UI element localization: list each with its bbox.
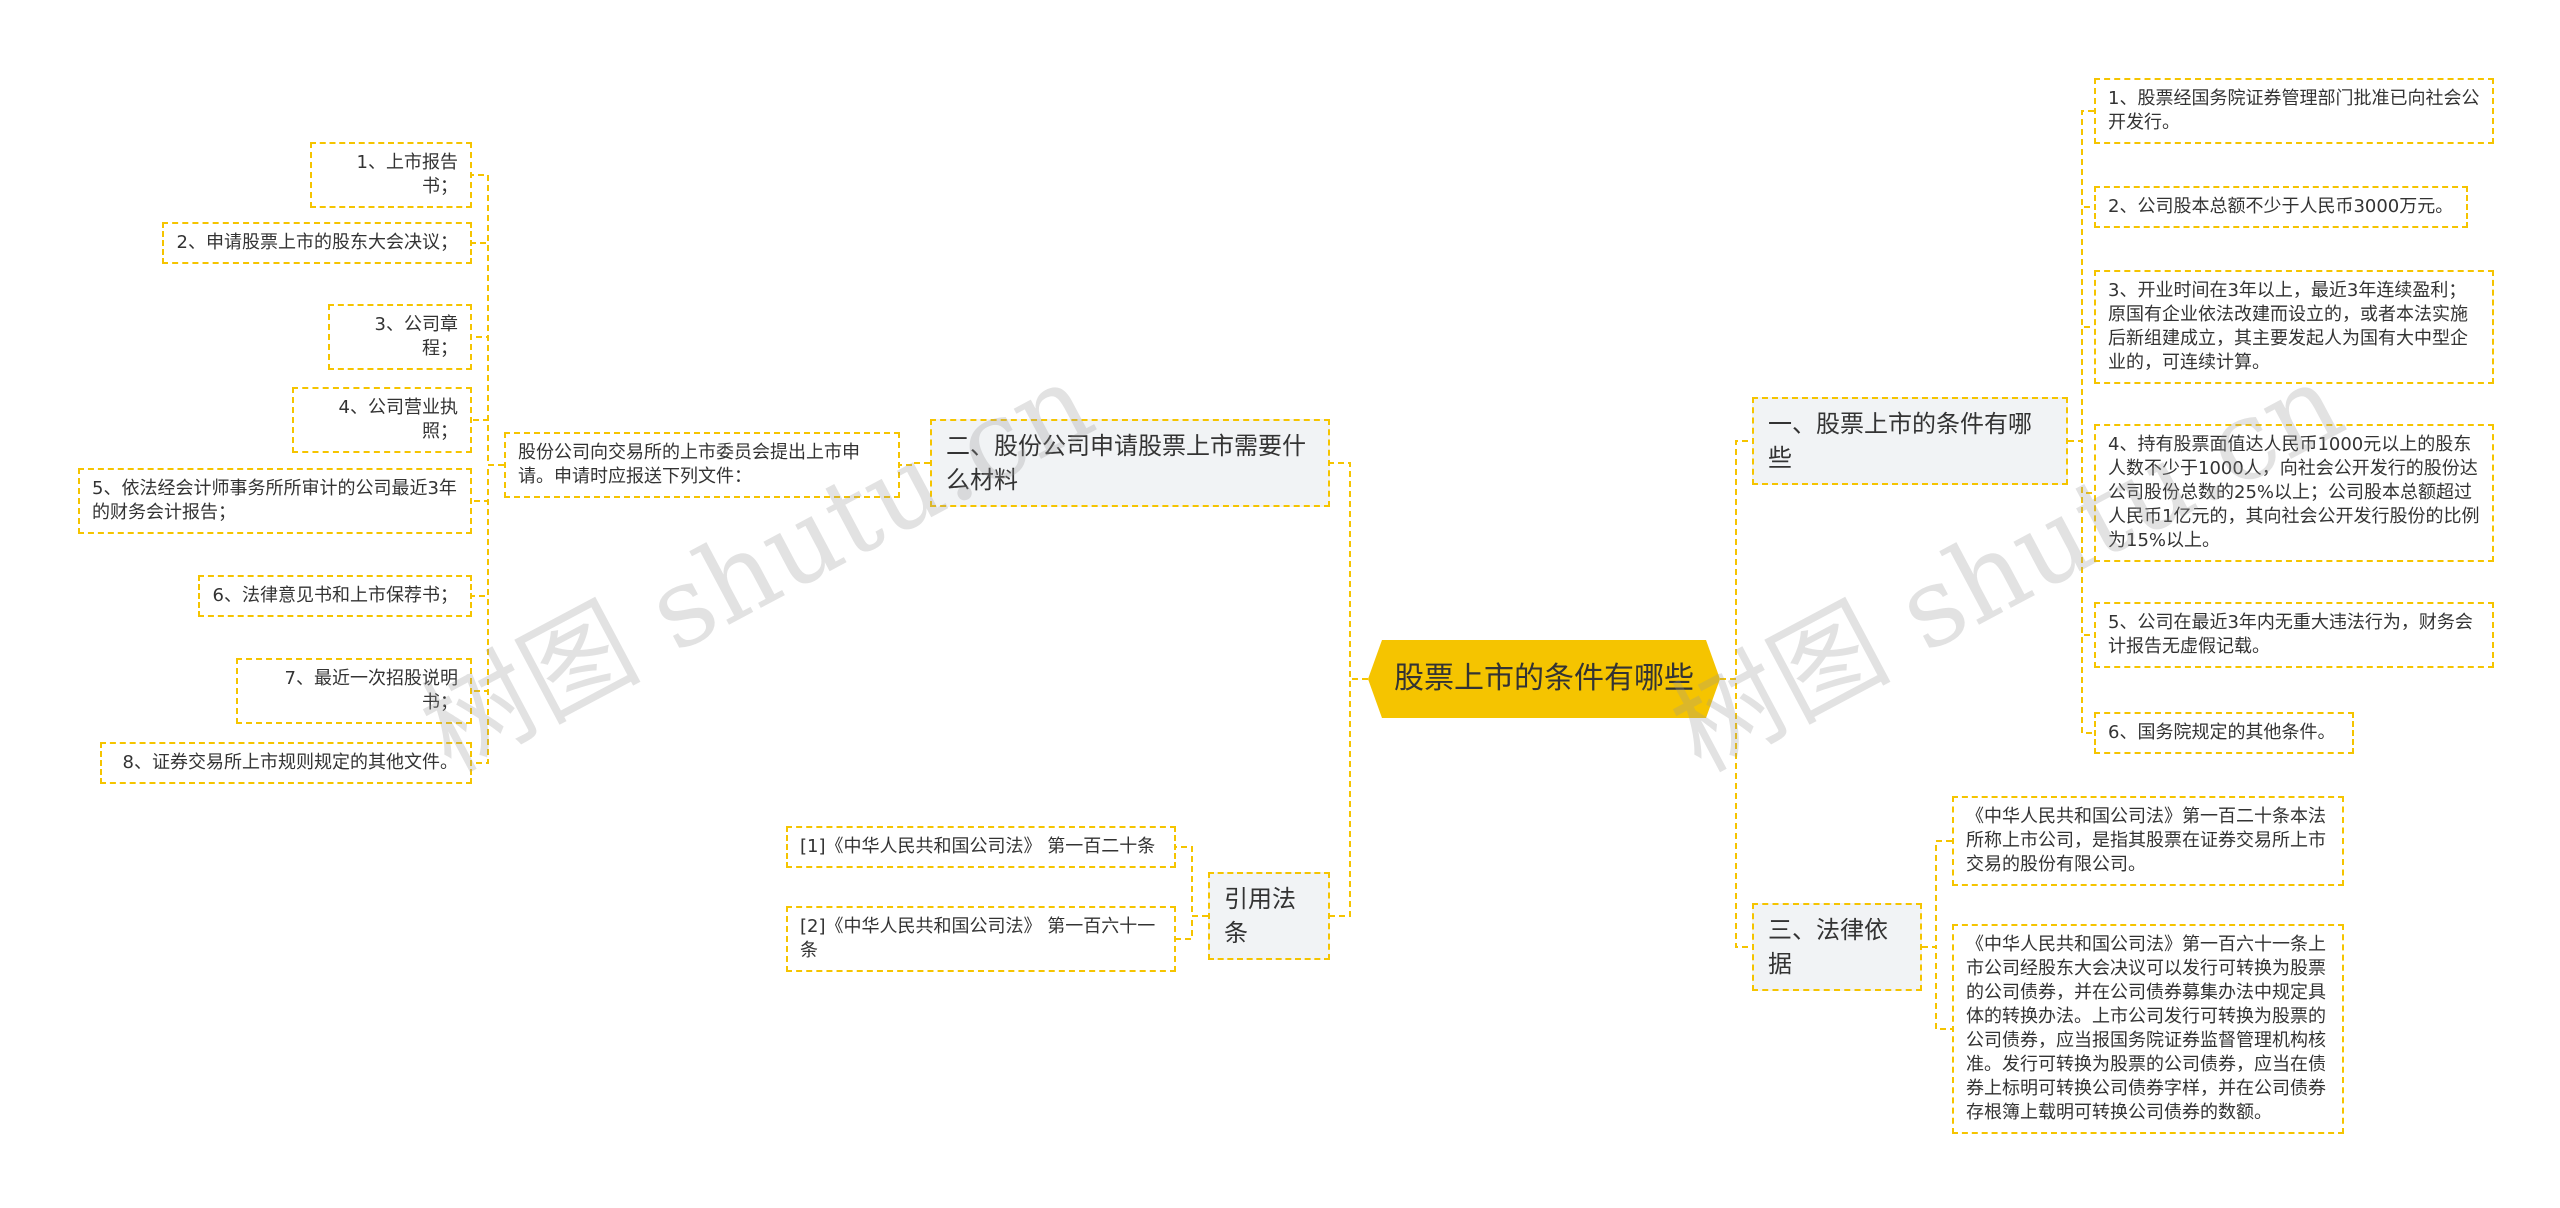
branch-conditions[interactable]: 一、股票上市的条件有哪些 [1752, 397, 2068, 485]
legal-item-1[interactable]: 《中华人民共和国公司法》第一百二十条本法所称上市公司，是指其股票在证券交易所上市… [1952, 796, 2344, 886]
connector-m-intro-m4 [472, 464, 504, 502]
condition-item-3[interactable]: 3、开业时间在3年以上，最近3年连续盈利；原国有企业依法改建而设立的，或者本法实… [2094, 270, 2494, 384]
connector-b-cite-ct0 [1176, 846, 1208, 917]
connector-root-b-cite [1330, 678, 1368, 917]
materials-intro[interactable]: 股份公司向交易所的上市委员会提出上市申请。申请时应报送下列文件： [504, 432, 900, 498]
connector-m-intro-m0 [472, 174, 504, 466]
condition-item-6[interactable]: 6、国务院规定的其他条件。 [2094, 712, 2354, 754]
material-item-1[interactable]: 1、上市报告书； [310, 142, 472, 208]
legal-item-2[interactable]: 《中华人民共和国公司法》第一百六十一条上市公司经股东大会决议可以发行可转换为股票… [1952, 924, 2344, 1134]
watermark-left: 树图 shutu.cn [402, 337, 1112, 796]
citation-item-2[interactable]: [2]《中华人民共和国公司法》 第一百六十一条 [786, 906, 1176, 972]
material-item-8[interactable]: 8、证券交易所上市规则规定的其他文件。 [100, 742, 472, 784]
connector-m-intro-m3 [472, 419, 504, 466]
connector-b-legal-l0 [1922, 840, 1952, 948]
material-item-5[interactable]: 5、依法经会计师事务所所审计的公司最近3年的财务会计报告； [78, 468, 472, 534]
condition-item-4[interactable]: 4、持有股票面值达人民币1000元以上的股东人数不少于1000人，向社会公开发行… [2094, 424, 2494, 562]
citation-item-1[interactable]: [1]《中华人民共和国公司法》 第一百二十条 [786, 826, 1176, 868]
material-item-3[interactable]: 3、公司章程； [328, 304, 472, 370]
condition-item-2[interactable]: 2、公司股本总额不少于人民币3000万元。 [2094, 186, 2468, 228]
material-item-2[interactable]: 2、申请股票上市的股东大会决议； [162, 222, 472, 264]
connector-m-intro-m2 [472, 336, 504, 466]
connector-b-cond-c0 [2068, 110, 2094, 442]
material-item-4[interactable]: 4、公司营业执照； [292, 387, 472, 453]
connector-b-cite-ct1 [1176, 915, 1208, 940]
branch-legal-basis[interactable]: 三、法律依据 [1752, 903, 1922, 991]
connector-m-intro-m1 [472, 242, 504, 466]
condition-item-1[interactable]: 1、股票经国务院证券管理部门批准已向社会公开发行。 [2094, 78, 2494, 144]
condition-item-5[interactable]: 5、公司在最近3年内无重大违法行为，财务会计报告无虚假记载。 [2094, 602, 2494, 668]
branch-citations[interactable]: 引用法条 [1208, 872, 1330, 960]
connector-b-cond-c1 [2068, 206, 2094, 442]
root-node[interactable]: 股票上市的条件有哪些 [1368, 640, 1720, 718]
material-item-6[interactable]: 6、法律意见书和上市保荐书； [198, 575, 472, 617]
branch-materials[interactable]: 二、股份公司申请股票上市需要什么材料 [930, 419, 1330, 507]
connector-m-intro-m5 [472, 464, 504, 597]
connector-root-b-mat [1330, 462, 1368, 680]
material-item-7[interactable]: 7、最近一次招股说明书； [236, 658, 472, 724]
connector-b-legal-l1 [1922, 946, 1952, 1030]
